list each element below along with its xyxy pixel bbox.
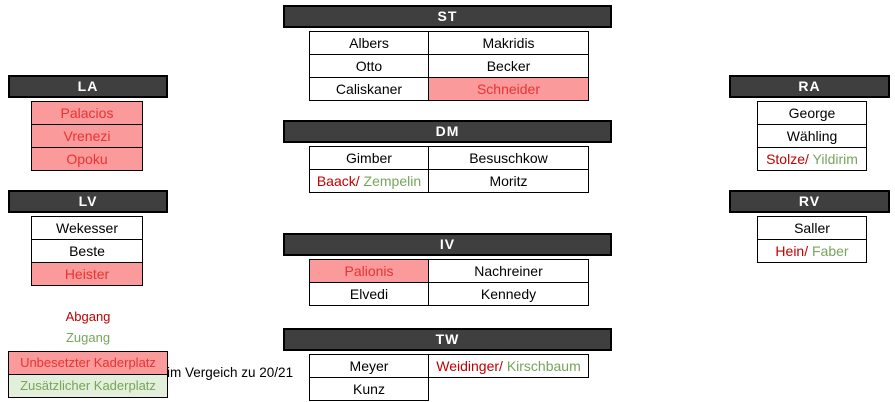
player-cell: Kunz bbox=[309, 377, 429, 401]
player-cell: Makridis bbox=[428, 31, 589, 55]
player-cell-unfilled: Schneider bbox=[428, 77, 589, 101]
legend-departure-label: Abgang bbox=[65, 309, 111, 324]
table-dm: Gimber Besuschkow Baack/ Zempelin Moritz bbox=[309, 146, 590, 193]
player-cell: Wähling bbox=[757, 124, 867, 148]
legend-unfilled-slot: Unbesetzter Kaderplatz bbox=[8, 351, 168, 375]
table-row: Kunz bbox=[309, 377, 590, 401]
position-header-iv: IV bbox=[283, 233, 612, 256]
player-cell: Wekesser bbox=[31, 216, 143, 240]
position-header-la: LA bbox=[8, 75, 168, 98]
section-lv: LV Wekesser Beste Heister bbox=[8, 190, 168, 286]
arriving-player: Faber bbox=[812, 243, 849, 259]
table-la: Palacios Vrenezi Opoku bbox=[31, 101, 143, 171]
legend-boxes: Unbesetzter Kaderplatz Zusätzlicher Kade… bbox=[8, 351, 168, 398]
table-tw: Meyer Weidinger/ Kirschbaum Kunz bbox=[309, 354, 590, 401]
table-row: Baack/ Zempelin Moritz bbox=[309, 169, 590, 193]
arriving-player: Zempelin bbox=[363, 173, 422, 189]
table-ra: George Wähling Stolze/ Yildirim bbox=[757, 101, 867, 171]
legend-extra-slot: Zusätzlicher Kaderplatz bbox=[8, 374, 168, 398]
section-la: LA Palacios Vrenezi Opoku bbox=[8, 75, 168, 171]
player-cell-unfilled: Palionis bbox=[309, 259, 429, 283]
player-cell: Albers bbox=[309, 31, 429, 55]
position-header-ra: RA bbox=[729, 75, 890, 98]
position-header-rv: RV bbox=[729, 190, 890, 213]
departing-player: Hein/ bbox=[775, 243, 809, 259]
position-header-tw: TW bbox=[283, 328, 612, 351]
departing-player: Weidinger/ bbox=[436, 358, 503, 374]
table-lv: Wekesser Beste Heister bbox=[31, 216, 143, 286]
player-cell-unfilled: Palacios bbox=[31, 101, 143, 125]
table-rv: Saller Hein/ Faber bbox=[757, 216, 867, 263]
legend-arrival-label: Zugang bbox=[65, 330, 111, 345]
player-cell: Gimber bbox=[309, 146, 429, 170]
player-cell: Elvedi bbox=[309, 282, 429, 306]
departing-player: Baack/ bbox=[316, 173, 360, 189]
player-cell: Becker bbox=[428, 54, 589, 78]
arriving-player: Yildirim bbox=[812, 151, 858, 167]
legend-comparison-note: im Vergeich zu 20/21 bbox=[167, 365, 294, 380]
section-rv: RV Saller Hein/ Faber bbox=[729, 190, 890, 263]
player-cell: Saller bbox=[757, 216, 867, 240]
position-header-st: ST bbox=[283, 5, 612, 28]
player-cell-transfer: Baack/ Zempelin bbox=[309, 169, 429, 193]
section-iv: IV Palionis Nachreiner Elvedi Kennedy bbox=[283, 233, 612, 306]
departing-player: Stolze/ bbox=[766, 151, 809, 167]
table-row: Caliskaner Schneider bbox=[309, 77, 590, 101]
section-dm: DM Gimber Besuschkow Baack/ Zempelin Mor… bbox=[283, 120, 612, 193]
section-st: ST Albers Makridis Otto Becker Caliskane… bbox=[283, 5, 612, 101]
player-cell: Nachreiner bbox=[428, 259, 589, 283]
table-row: Elvedi Kennedy bbox=[309, 282, 590, 306]
table-st: Albers Makridis Otto Becker Caliskaner S… bbox=[309, 31, 590, 101]
player-cell: Otto bbox=[309, 54, 429, 78]
player-cell: Moritz bbox=[428, 169, 589, 193]
position-header-lv: LV bbox=[8, 190, 168, 213]
player-cell-transfer: Weidinger/ Kirschbaum bbox=[428, 354, 589, 378]
player-cell: Kennedy bbox=[428, 282, 589, 306]
player-cell: George bbox=[757, 101, 867, 125]
section-tw: TW Meyer Weidinger/ Kirschbaum Kunz bbox=[283, 328, 612, 401]
table-iv: Palionis Nachreiner Elvedi Kennedy bbox=[309, 259, 590, 306]
player-cell: Besuschkow bbox=[428, 146, 589, 170]
arriving-player: Kirschbaum bbox=[506, 358, 581, 374]
player-cell: Meyer bbox=[309, 354, 429, 378]
section-ra: RA George Wähling Stolze/ Yildirim bbox=[729, 75, 890, 171]
player-cell-transfer: Hein/ Faber bbox=[757, 239, 867, 263]
position-header-dm: DM bbox=[283, 120, 612, 143]
table-row: Gimber Besuschkow bbox=[309, 146, 590, 170]
table-row: Meyer Weidinger/ Kirschbaum bbox=[309, 354, 590, 378]
player-cell-transfer: Stolze/ Yildirim bbox=[757, 147, 867, 171]
table-row: Albers Makridis bbox=[309, 31, 590, 55]
player-cell-unfilled: Opoku bbox=[31, 147, 143, 171]
table-row: Otto Becker bbox=[309, 54, 590, 78]
player-cell-unfilled: Heister bbox=[31, 262, 143, 286]
table-row: Palionis Nachreiner bbox=[309, 259, 590, 283]
player-cell-unfilled: Vrenezi bbox=[31, 124, 143, 148]
player-cell: Caliskaner bbox=[309, 77, 429, 101]
player-cell: Beste bbox=[31, 239, 143, 263]
